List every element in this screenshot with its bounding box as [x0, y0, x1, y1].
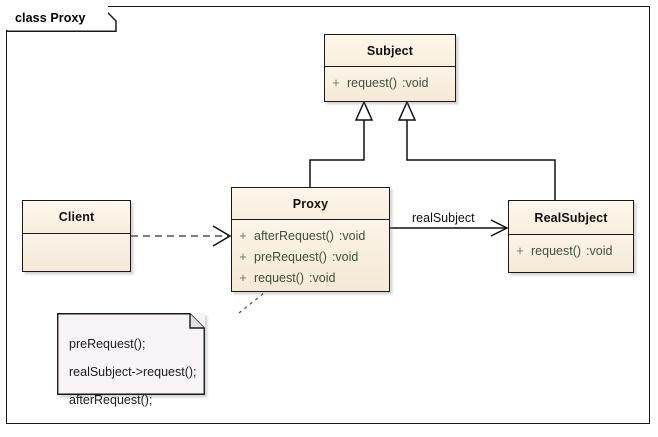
diagram-frame-tab: class Proxy [6, 6, 117, 32]
member-return-type: :void [331, 249, 359, 264]
note-box[interactable]: preRequest(); realSubject->request(); af… [57, 313, 205, 407]
class-member[interactable]: + request() :void [509, 240, 633, 261]
member-return-type: :void [338, 228, 366, 243]
class-member[interactable]: + request() :void [325, 72, 455, 93]
member-visibility: + [332, 75, 340, 90]
class-box-subject[interactable]: Subject + request() :void [324, 34, 456, 102]
class-box-realsubject[interactable]: RealSubject + request() :void [508, 200, 634, 273]
note-shape [57, 313, 205, 395]
class-body-subject: + request() :void [325, 67, 455, 101]
member-signature: request() [347, 75, 398, 90]
member-visibility: + [516, 243, 524, 258]
frame-tab-body: class Proxy [6, 6, 108, 30]
class-member[interactable]: + preRequest() :void [232, 246, 389, 267]
member-return-type: :void [586, 243, 613, 258]
class-box-client[interactable]: Client [22, 200, 131, 272]
class-header-subject: Subject [325, 35, 455, 67]
class-header-realsubject: RealSubject [509, 201, 633, 235]
class-name-proxy: Proxy [292, 196, 329, 211]
member-visibility: + [239, 270, 247, 285]
member-visibility: + [239, 249, 247, 264]
member-visibility: + [239, 228, 247, 243]
diagram-title: class Proxy [15, 11, 86, 25]
class-body-realsubject: + request() :void [509, 235, 633, 272]
note-line: realSubject->request(); [69, 365, 197, 379]
class-header-proxy: Proxy [232, 188, 389, 220]
class-name-realsubject: RealSubject [534, 210, 608, 225]
association-label-realsubject: realSubject [412, 211, 475, 225]
member-signature: request() [531, 243, 582, 258]
note-line: afterRequest(); [69, 393, 153, 407]
note-text-block: preRequest(); realSubject->request(); af… [69, 330, 197, 414]
class-box-proxy[interactable]: Proxy + afterRequest() :void + preReques… [231, 187, 390, 292]
class-member[interactable]: + request() :void [232, 267, 389, 288]
class-member[interactable]: + afterRequest() :void [232, 225, 389, 246]
class-body-client [23, 234, 130, 271]
member-signature: request() [254, 270, 305, 285]
member-return-type: :void [309, 270, 336, 285]
member-signature: afterRequest() [254, 228, 334, 243]
class-body-proxy: + afterRequest() :void + preRequest() :v… [232, 220, 389, 291]
member-signature: preRequest() [254, 249, 327, 264]
class-name-client: Client [58, 210, 95, 224]
class-header-client: Client [23, 201, 130, 234]
class-name-subject: Subject [366, 43, 414, 58]
member-return-type: :void [402, 75, 429, 90]
note-line: preRequest(); [69, 337, 146, 351]
